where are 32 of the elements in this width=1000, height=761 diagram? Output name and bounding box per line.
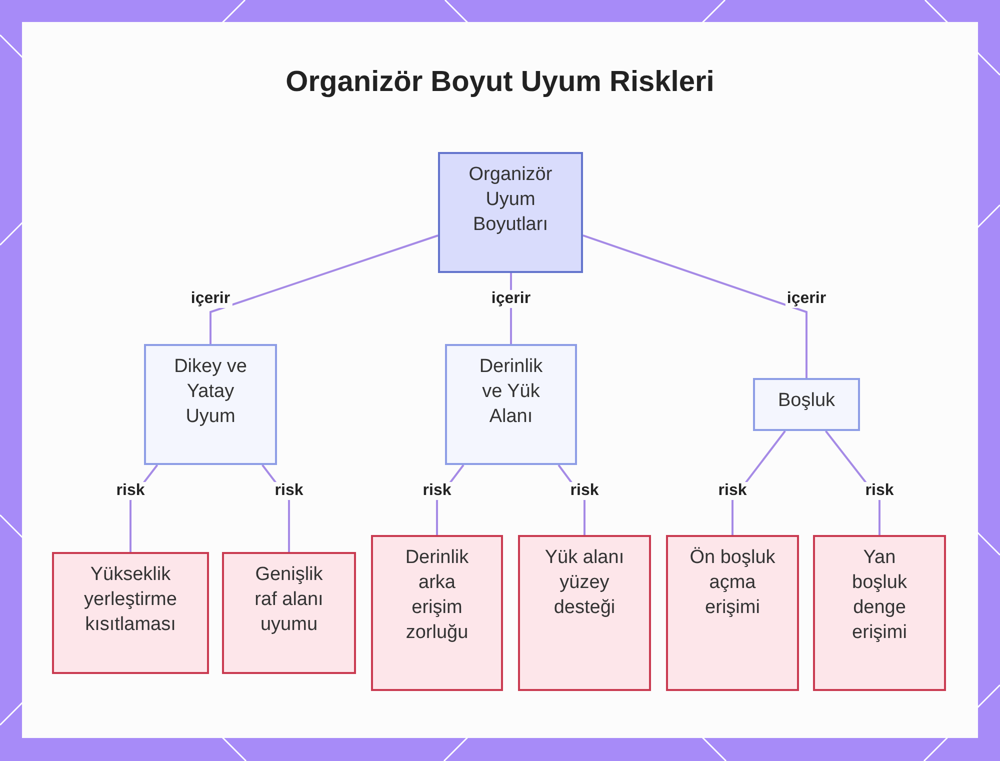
- node-text: Derinlik ve Yük Alanı: [478, 355, 544, 429]
- node-text: Ön boşluk açma erişimi: [688, 546, 776, 620]
- node-text: Derinlik arka erişim zorluğu: [404, 546, 470, 645]
- edge-label: içerir: [188, 290, 232, 308]
- risk-box: [52, 552, 209, 674]
- connector-line: [582, 234, 808, 378]
- risk-box: [518, 535, 651, 691]
- node-text: Yükseklik yerleştirme kısıtlaması: [83, 563, 178, 637]
- category-box: [445, 344, 577, 465]
- risk-box: [666, 535, 799, 691]
- edge-label: içerir: [784, 290, 828, 308]
- node-text: Dikey ve Yatay Uyum: [173, 355, 248, 429]
- risk-box: [222, 552, 356, 674]
- edge-label: içerir: [489, 290, 533, 308]
- edge-label: risk: [863, 482, 896, 500]
- connector-line: [210, 234, 438, 344]
- category-box: [144, 344, 277, 465]
- diagram-title: Organizör Boyut Uyum Riskleri: [286, 65, 714, 100]
- edge-label: risk: [114, 482, 147, 500]
- category-box: [753, 378, 860, 431]
- root-box: [438, 152, 583, 273]
- edge-label: risk: [272, 482, 306, 500]
- node-text: Genişlik raf alanı uyumu: [254, 563, 324, 637]
- risk-box: [371, 535, 503, 691]
- risk-box: [813, 535, 946, 691]
- node-text: Yük alanı yüzey desteği: [544, 546, 626, 620]
- node-text: Yan boşluk denge erişimi: [851, 546, 908, 645]
- edge-label: risk: [716, 482, 749, 500]
- edge-label: risk: [420, 482, 454, 500]
- node-text: Organizör Uyum Boyutları: [468, 163, 554, 237]
- edge-label: risk: [568, 482, 601, 500]
- node-text: Boşluk: [778, 389, 836, 413]
